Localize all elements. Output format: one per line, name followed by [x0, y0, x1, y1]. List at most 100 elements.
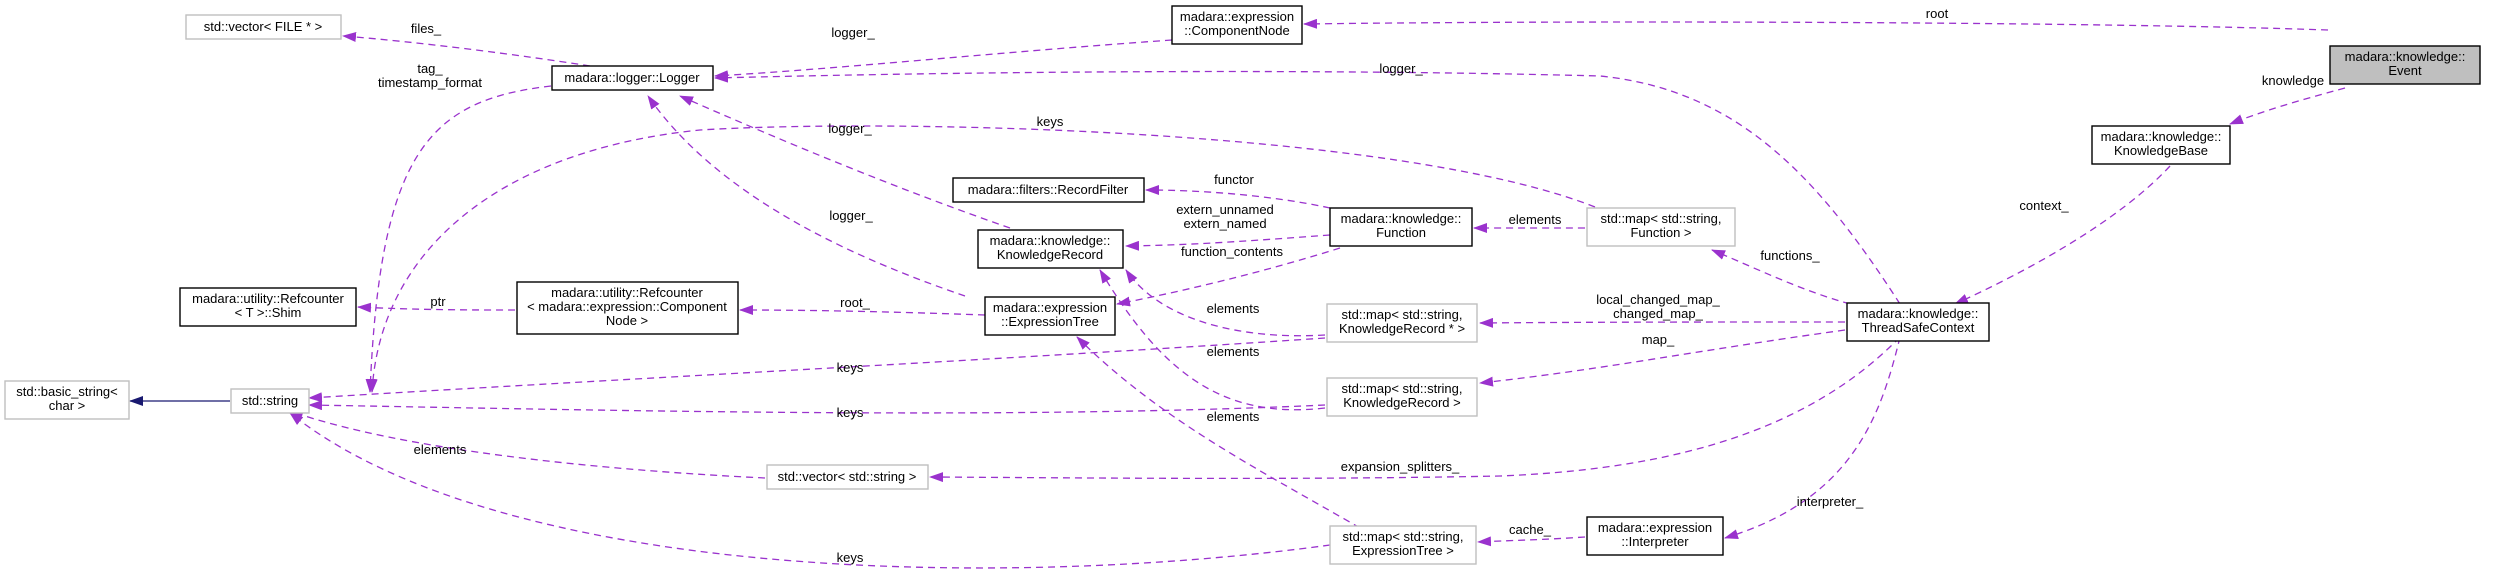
knowledge_base-label-line-1: KnowledgeBase	[2114, 143, 2208, 158]
node-basic-string[interactable]: std::basic_string<char >	[4, 380, 130, 420]
node-map-expression-tree[interactable]: std::map< std::string,ExpressionTree >	[1329, 525, 1477, 565]
local_changed-edge-label-line-0: local_changed_map_	[1596, 292, 1720, 307]
node-map-kr-ptr[interactable]: std::map< std::string,KnowledgeRecord * …	[1326, 303, 1478, 343]
svg-text:madara::knowledge::ThreadSafeC: madara::knowledge::ThreadSafeContext	[1858, 306, 1979, 335]
edge-tsc-logger	[714, 70, 1901, 305]
node-knowledge-base[interactable]: madara::knowledge::KnowledgeBase	[2091, 125, 2231, 165]
basic_string-label-line-1: char >	[49, 398, 86, 413]
expression_tree-label-line-1: ::ExpressionTree	[1001, 314, 1099, 329]
label-keys-mapkrptr: keys	[837, 360, 864, 375]
node-component-node[interactable]: madara::expression::ComponentNode	[1171, 5, 1303, 45]
edge-mapkrptr-string	[308, 337, 1326, 403]
elements_map_kr_ptr-edge-label-line-0: elements	[1207, 301, 1260, 316]
event-label-line-0: madara::knowledge::	[2345, 49, 2466, 64]
node-map-kr[interactable]: std::map< std::string,KnowledgeRecord >	[1326, 377, 1478, 417]
refcounter_shim-label-line-0: madara::utility::Refcounter	[192, 291, 344, 306]
label-knowledge: knowledge	[2262, 73, 2324, 88]
label-interpreter: interpreter_	[1797, 494, 1864, 509]
keys_map_function-edge-label-line-0: keys	[1037, 114, 1064, 129]
edge-tsc-mapkr	[1479, 329, 1846, 387]
node-refcounter-shim[interactable]: madara::utility::Refcounter< T >::Shim	[179, 287, 357, 327]
tag_ts-edge-label-line-0: tag_	[417, 61, 443, 76]
event-label-line-1: Event	[2388, 63, 2422, 78]
edge-mapkrptr-kr	[1125, 269, 1326, 337]
svg-text:std::map< std::string,Knowledg: std::map< std::string,KnowledgeRecord >	[1341, 381, 1462, 410]
node-logger[interactable]: madara::logger::Logger	[551, 65, 714, 91]
node-function[interactable]: madara::knowledge::Function	[1329, 207, 1473, 247]
label-root-rc: root_	[840, 295, 870, 310]
edge-mapkr-kr	[1099, 269, 1326, 411]
map_kr_ptr-label-line-0: std::map< std::string,	[1341, 307, 1462, 322]
node-thread-safe-context[interactable]: madara::knowledge::ThreadSafeContext	[1846, 302, 1990, 342]
refcounter_component-label-line-2: Node >	[606, 313, 648, 328]
root_event-edge-label-line-0: root	[1926, 6, 1949, 21]
node-event[interactable]: madara::knowledge::Event	[2329, 45, 2481, 85]
local_changed-edge-label-line-1: changed_map_	[1613, 306, 1703, 321]
svg-text:std::map< std::string,Expressi: std::map< std::string,ExpressionTree >	[1342, 529, 1463, 558]
functions-edge-label-line-0: functions_	[1760, 248, 1820, 263]
map_function-label-line-1: Function >	[1630, 225, 1691, 240]
edge-tsc-vector	[929, 336, 1901, 483]
label-logger-kr: logger_	[828, 121, 872, 136]
edge-labels-layer: root knowledge context_ files_ logger_ l…	[378, 6, 2324, 565]
function-label-line-0: madara::knowledge::	[1341, 211, 1462, 226]
keys_map_kr_ptr-edge-label-line-0: keys	[837, 360, 864, 375]
interpreter-label-line-1: ::Interpreter	[1621, 534, 1689, 549]
edge-rc-shim	[357, 302, 516, 313]
elements_map_kr-edge-label-line-0: elements	[1207, 344, 1260, 359]
logger_kr-edge-label-line-0: logger_	[828, 121, 872, 136]
edge-tsc-mapkrptr	[1479, 317, 1846, 328]
label-map: map_	[1642, 332, 1675, 347]
svg-text:std::basic_string<char >: std::basic_string<char >	[16, 384, 118, 413]
refcounter_component-label-line-0: madara::utility::Refcounter	[551, 285, 703, 300]
edge-interpreter-mapet	[1477, 536, 1586, 547]
node-string[interactable]: std::string	[230, 388, 310, 414]
vector_string-label-line-0: std::vector< std::string >	[778, 469, 917, 484]
extern-edge-label-line-1: extern_named	[1183, 216, 1266, 231]
node-knowledge-record[interactable]: madara::knowledge::KnowledgeRecord	[977, 229, 1124, 269]
edge-function-et	[1116, 247, 1341, 307]
edge-mapkr-string	[308, 400, 1326, 414]
svg-text:std::vector< std::string >: std::vector< std::string >	[778, 469, 917, 484]
label-elements-mapkr: elements	[1207, 344, 1260, 359]
edge-kr-logger	[679, 95, 1011, 229]
extern-edge-label-line-0: extern_unnamed	[1176, 202, 1274, 217]
context-edge-label-line-0: context_	[2019, 198, 2069, 213]
svg-text:std::vector< FILE * >: std::vector< FILE * >	[204, 19, 323, 34]
record_filter-label-line-0: madara::filters::RecordFilter	[968, 182, 1129, 197]
label-tag-ts: tag_timestamp_format	[378, 61, 482, 90]
node-refcounter-component[interactable]: madara::utility::Refcounter< madara::exp…	[516, 281, 739, 335]
node-interpreter[interactable]: madara::expression::Interpreter	[1586, 516, 1724, 556]
refcounter_component-label-line-1: < madara::expression::Component	[527, 299, 727, 314]
svg-text:madara::utility::Refcounter< T: madara::utility::Refcounter< T >::Shim	[192, 291, 344, 320]
label-expansion-splitters: expansion_splitters_	[1341, 459, 1460, 474]
expansion_splitters-edge-label-line-0: expansion_splitters_	[1341, 459, 1460, 474]
svg-text:madara::utility::Refcounter< m: madara::utility::Refcounter< madara::exp…	[527, 285, 727, 328]
thread_safe_context-label-line-0: madara::knowledge::	[1858, 306, 1979, 321]
label-ptr: ptr	[430, 294, 446, 309]
elements_vector-edge-label-line-0: elements	[414, 442, 467, 457]
label-logger-et: logger_	[829, 208, 873, 223]
tag_ts-edge-label-line-1: timestamp_format	[378, 75, 482, 90]
node-record-filter[interactable]: madara::filters::RecordFilter	[952, 177, 1145, 203]
vector_file-label-line-0: std::vector< FILE * >	[204, 19, 323, 34]
edge-kb-context	[1954, 165, 2171, 305]
svg-text:madara::expression::ComponentN: madara::expression::ComponentNode	[1180, 9, 1294, 38]
node-expression-tree[interactable]: madara::expression::ExpressionTree	[984, 296, 1116, 336]
node-map-function[interactable]: std::map< std::string,Function >	[1586, 207, 1736, 247]
node-vector-string[interactable]: std::vector< std::string >	[766, 464, 929, 490]
edge-tsc-mapfn	[1711, 249, 1851, 305]
label-root-event: root	[1926, 6, 1949, 21]
edge-event-knowledge	[2229, 87, 2346, 125]
label-elements-mapet: elements	[1207, 409, 1260, 424]
svg-text:madara::expression::Interprete: madara::expression::Interpreter	[1598, 520, 1712, 549]
edge-et-logger	[647, 95, 966, 297]
label-function-contents: function_contents	[1181, 244, 1283, 259]
files-edge-label-line-0: files_	[411, 21, 442, 36]
svg-text:madara::filters::RecordFilter: madara::filters::RecordFilter	[968, 182, 1129, 197]
node-vector-file[interactable]: std::vector< FILE * >	[185, 14, 342, 40]
logger-label-line-0: madara::logger::Logger	[564, 70, 700, 85]
edge-event-root	[1303, 18, 2329, 31]
svg-text:madara::knowledge::Event: madara::knowledge::Event	[2345, 49, 2466, 78]
